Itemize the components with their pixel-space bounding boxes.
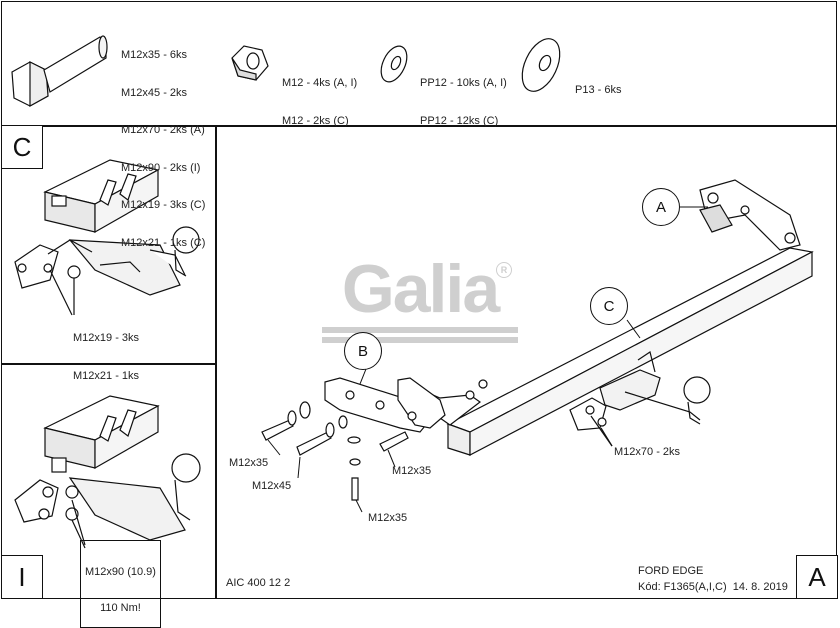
- side-panel-mid-divider: [1, 363, 216, 365]
- plate-list: P13 - 6ks: [575, 59, 621, 109]
- bolt-spec: M12x90 - 2ks (I): [121, 161, 201, 174]
- header-divider: [1, 125, 837, 127]
- label-m12x70: M12x70 - 2ks: [614, 446, 681, 458]
- bolt-spec: M12x21 - 1ks (C): [121, 236, 206, 249]
- callout-a: A: [642, 188, 680, 226]
- washer-spec: PP12 - 12ks (C): [420, 114, 499, 127]
- panel-i-torque-spec: M12x90 (10.9) 110 Nm!: [80, 540, 161, 628]
- label-m12x35-bottom: M12x35: [368, 512, 408, 524]
- plate-spec: P13 - 6ks: [575, 84, 622, 96]
- registered-mark: R: [496, 262, 512, 278]
- document-code: AIC 400 12 2: [226, 577, 291, 589]
- side-panel-divider: [215, 125, 217, 599]
- bolt-spec: M12x45 - 2ks: [121, 86, 188, 99]
- bolt-list: M12x35 - 6ks M12x45 - 2ks M12x70 - 2ks (…: [121, 24, 205, 262]
- panel-c-letter: C: [1, 125, 43, 169]
- nut-list: M12 - 4ks (A, I) M12 - 2ks (C): [282, 52, 357, 140]
- nut-icon: [231, 45, 269, 81]
- plate-washer-icon: [521, 38, 561, 92]
- bolt-spec: M12x35 - 6ks: [121, 49, 188, 61]
- panel-i-letter: I: [1, 555, 43, 599]
- label-m12x35-right: M12x35: [392, 465, 432, 477]
- washer-icon: [380, 45, 408, 83]
- leader-lines: [267, 206, 708, 513]
- galia-logo: Galia: [341, 251, 500, 327]
- washer-list: PP12 - 10ks (A, I) PP12 - 12ks (C): [420, 52, 507, 140]
- main-panel-letter: A: [796, 555, 838, 599]
- bolt-icon: [11, 35, 108, 108]
- bolt-spec: M12x70 - 2ks (A): [121, 124, 205, 136]
- panel-c-towbar-sketch: [14, 159, 200, 316]
- label-m12x35-left: M12x35: [229, 457, 269, 469]
- panel-c-bolt: M12x19 - 3ks: [73, 332, 140, 344]
- parts-drawings: [11, 35, 814, 549]
- panel-i-towbar-sketch: [14, 395, 201, 549]
- panel-i-bolt: M12x90 (10.9): [85, 566, 156, 578]
- panel-c-bolt: M12x21 - 1ks: [73, 369, 140, 382]
- panel-c-bolts: M12x19 - 3ks M12x21 - 1ks: [73, 307, 139, 395]
- main-crossbar-drawing: [261, 179, 814, 501]
- callout-c: C: [590, 287, 628, 325]
- nut-spec: M12 - 4ks (A, I): [282, 77, 358, 89]
- washer-spec: PP12 - 10ks (A, I): [420, 77, 507, 89]
- drawing-frame: [1, 1, 837, 599]
- nut-spec: M12 - 2ks (C): [282, 114, 349, 127]
- galia-logo-bars: [322, 327, 518, 343]
- bolt-spec: M12x19 - 3ks (C): [121, 199, 206, 211]
- panel-i-torque: 110 Nm!: [100, 602, 141, 614]
- vehicle-name: FORD EDGE: [638, 565, 704, 577]
- kod-line: Kód: F1365(A,I,C) 14. 8. 2019: [638, 581, 788, 593]
- callout-b: B: [344, 332, 382, 370]
- label-m12x45: M12x45: [252, 480, 292, 492]
